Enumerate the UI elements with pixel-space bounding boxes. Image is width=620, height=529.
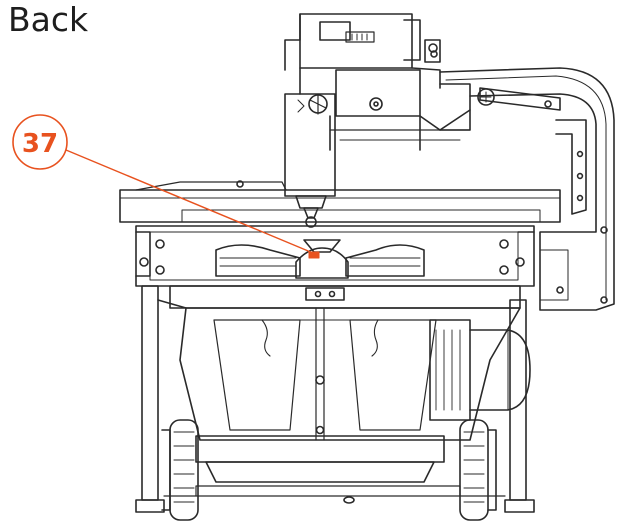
work-table [119, 180, 561, 223]
right-wheel [459, 419, 497, 521]
upper-frame [135, 225, 535, 287]
c-frame-arm [439, 67, 615, 311]
side-housings [215, 239, 425, 279]
motor-head-assembly [284, 13, 471, 151]
column [284, 93, 336, 228]
highlighted-part-37 [308, 251, 320, 259]
callout-number: 37 [22, 129, 58, 159]
machine-body [179, 307, 521, 441]
callout-circle [12, 114, 68, 170]
callout-leader-line [65, 149, 314, 254]
stand-legs [135, 285, 535, 513]
left-wheel [161, 419, 199, 521]
view-title: Back [8, 0, 89, 39]
